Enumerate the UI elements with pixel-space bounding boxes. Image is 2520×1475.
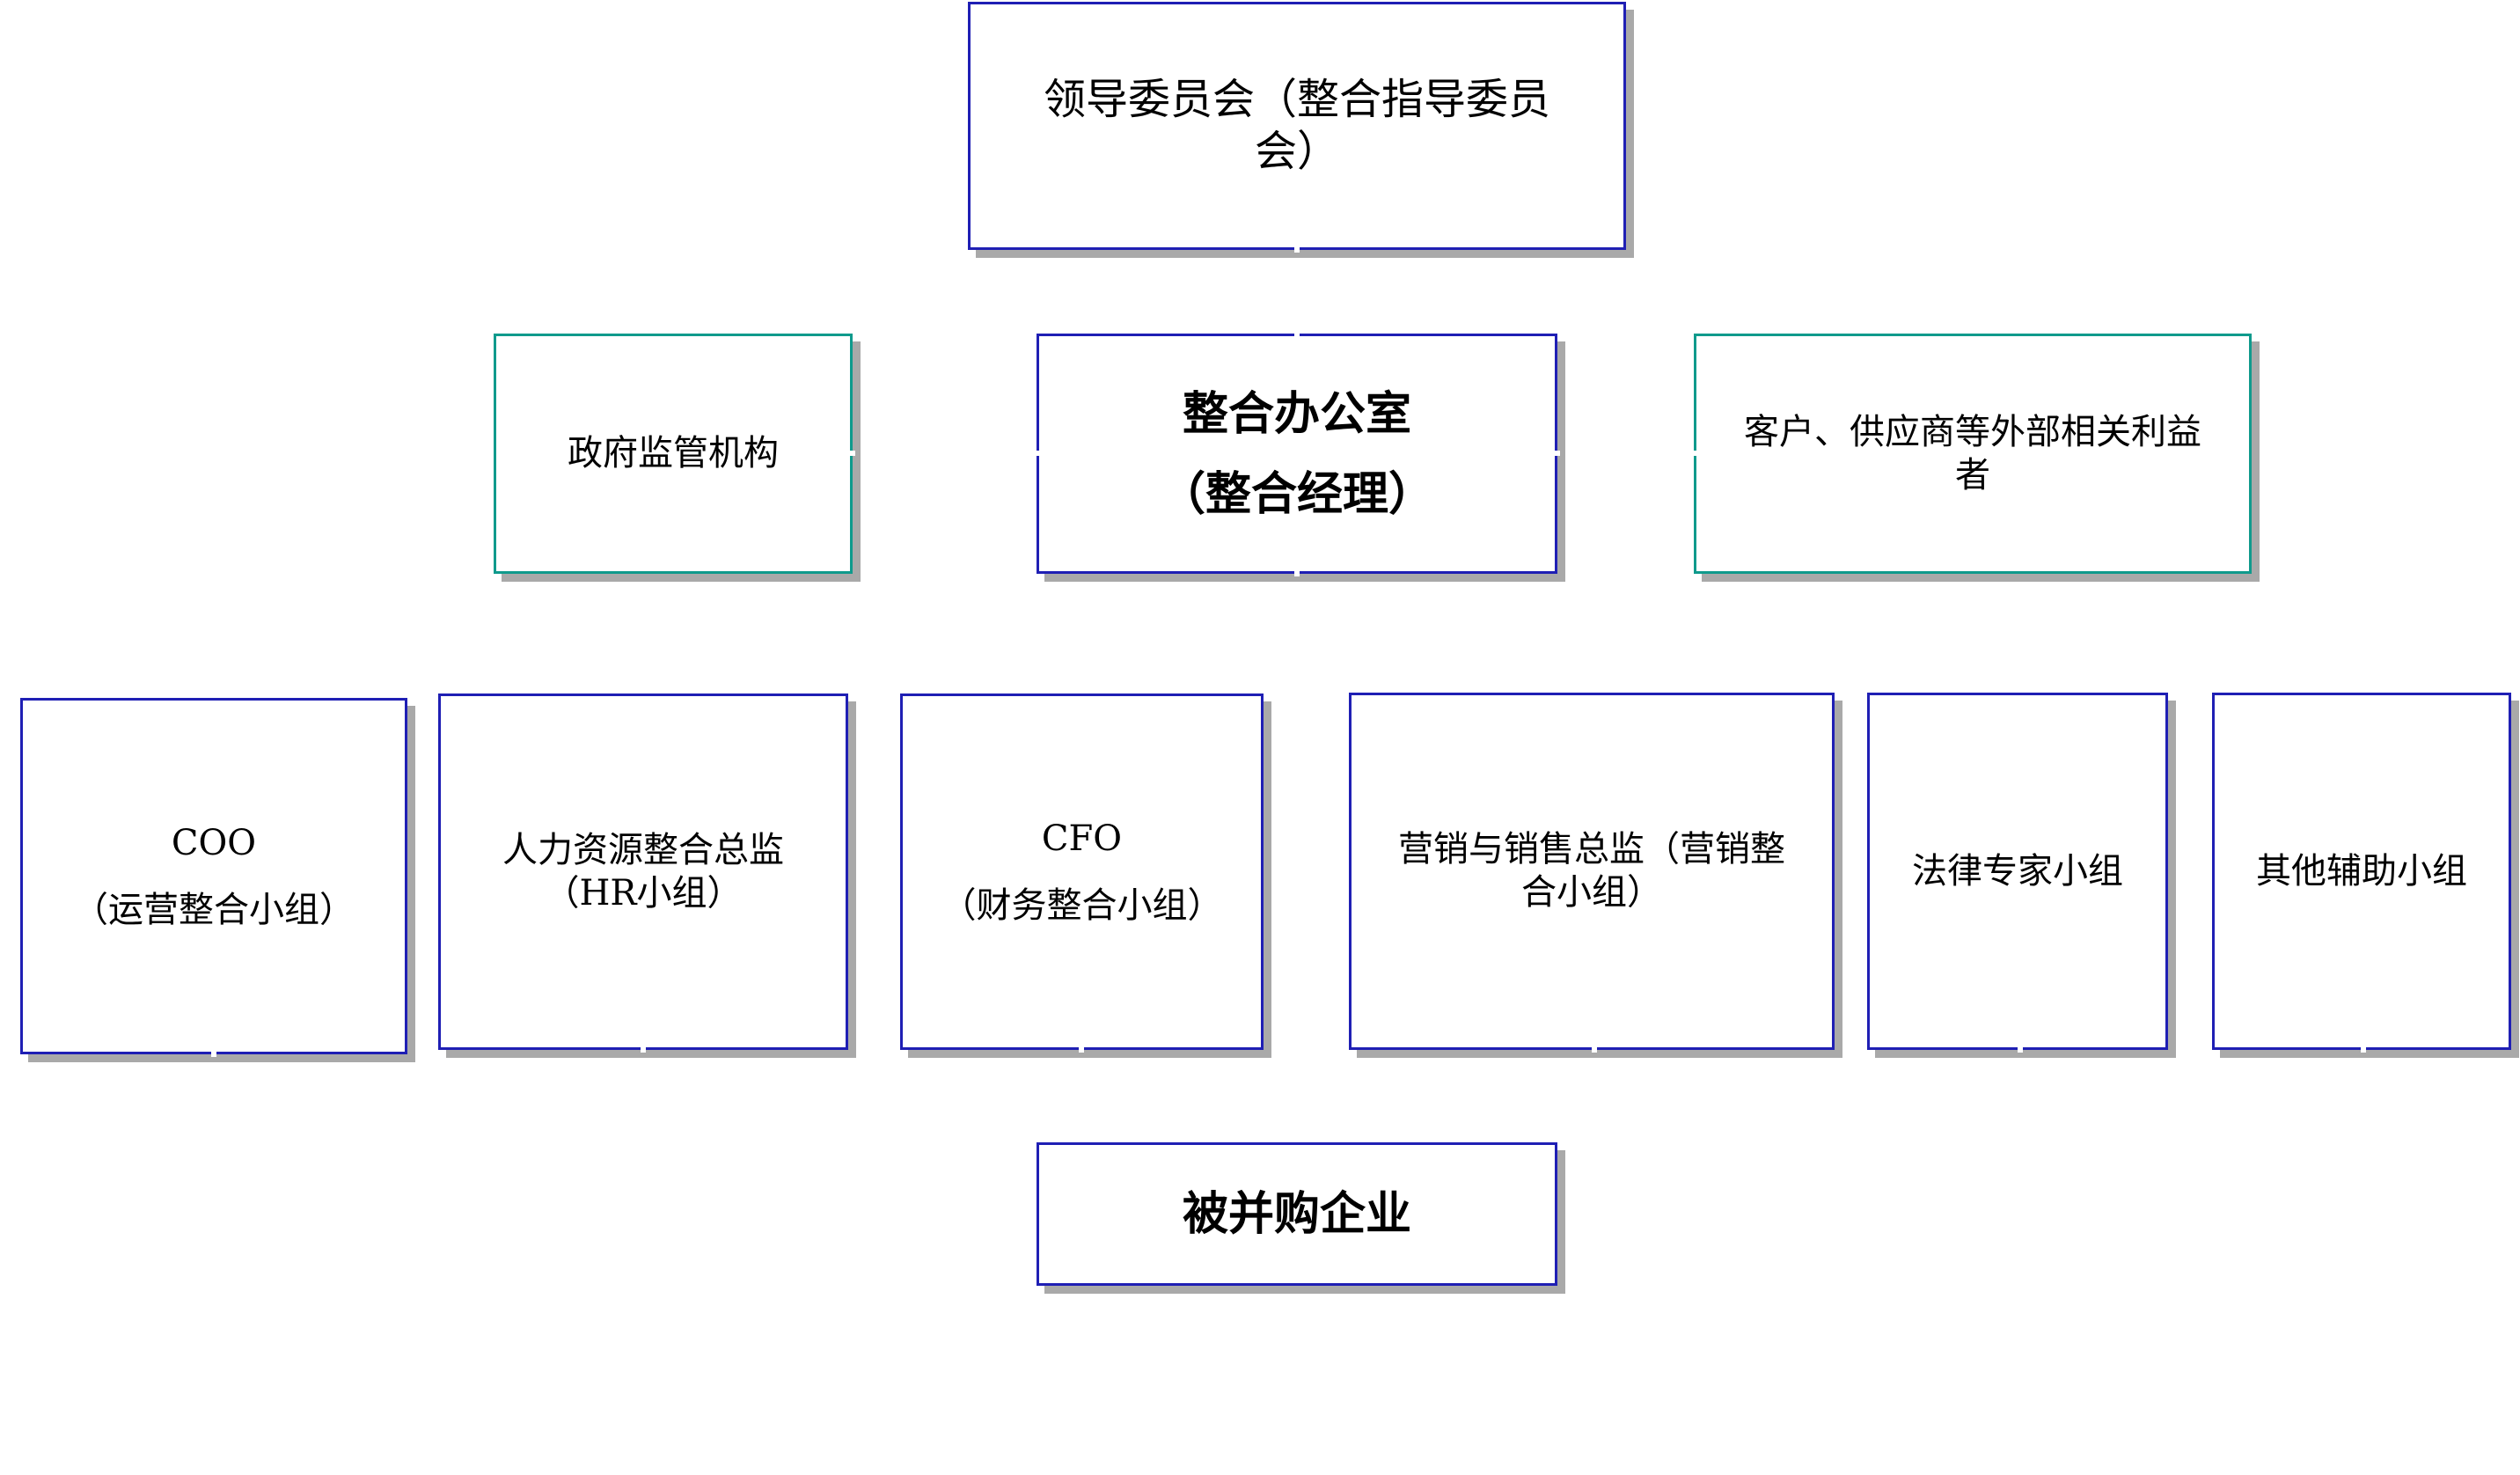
hr-team-line-2: （HR小组） — [544, 872, 743, 914]
acquired-company-box: 被并购企业 — [1037, 1142, 1557, 1286]
cfo-team-box: CFO （财务整合小组） — [900, 693, 1264, 1053]
cfo-team-title: CFO — [1041, 818, 1123, 859]
legal-team-box: 法律专家小组 — [1867, 693, 2168, 1053]
external-stakeholders-line-1: 客户、供应商等外部相关利益 — [1744, 411, 2201, 452]
connector-notch — [1592, 1047, 1597, 1053]
connector-notch — [1294, 247, 1300, 253]
external-stakeholders-box: 客户、供应商等外部相关利益 者 — [1691, 334, 2252, 574]
integration-office-box: 整合办公室 （整合经理） — [1034, 331, 1560, 576]
connector-notch — [2018, 1047, 2023, 1053]
coo-team-subtitle: （运营整合小组） — [73, 889, 355, 930]
legal-team-label: 法律专家小组 — [1912, 850, 2123, 892]
hr-team-line-1: 人力资源整合总监 — [502, 829, 784, 870]
connector-notch — [1294, 571, 1300, 576]
integration-office-subtitle: （整合经理） — [1159, 466, 1434, 521]
coo-team-title: COO — [171, 822, 257, 863]
connector-notch — [1555, 451, 1560, 456]
other-support-team-label: 其他辅助小组 — [2256, 850, 2467, 892]
integration-office-title: 整合办公室 — [1182, 386, 1411, 441]
connector-notch — [850, 451, 855, 456]
external-stakeholders-line-2: 者 — [1955, 454, 1990, 495]
hr-team-box: 人力资源整合总监 （HR小组） — [438, 693, 848, 1053]
marketing-team-box: 营销与销售总监（营销整 合小组） — [1349, 693, 1835, 1053]
marketing-team-line-1: 营销与销售总监（营销整 — [1398, 829, 1785, 870]
connector-notch — [1691, 451, 1696, 456]
government-regulator-label: 政府监管机构 — [568, 433, 779, 474]
other-support-team-box: 其他辅助小组 — [2212, 693, 2511, 1053]
marketing-team-line-2: 合小组） — [1521, 872, 1662, 913]
government-regulator-box: 政府监管机构 — [494, 334, 855, 574]
connector-notch — [1034, 451, 1039, 456]
leadership-committee-box: 领导委员会（整合指导委员 会） — [968, 2, 1626, 253]
leadership-committee-line-1: 领导委员会（整合指导委员 — [1043, 75, 1550, 125]
connector-notch — [1294, 331, 1300, 336]
connector-notch — [641, 1047, 646, 1053]
coo-team-box: COO （运营整合小组） — [20, 698, 407, 1057]
connector-notch — [1079, 1047, 1084, 1053]
connector-notch — [211, 1052, 216, 1057]
connector-notch — [2361, 1047, 2366, 1053]
acquired-company-label: 被并购企业 — [1182, 1186, 1411, 1241]
cfo-team-subtitle: （财务整合小组） — [941, 884, 1223, 926]
leadership-committee-line-2: 会） — [1254, 127, 1339, 176]
